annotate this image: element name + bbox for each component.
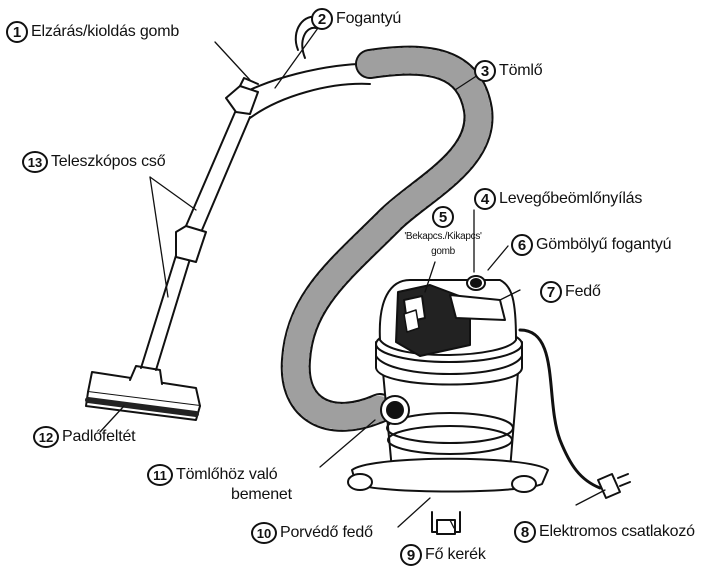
callout-label: Teleszkópos cső — [51, 153, 165, 171]
callout-number: 5 — [432, 206, 454, 228]
callout-label: Padlófeltét — [62, 428, 135, 446]
handle — [226, 17, 372, 118]
callout-label-line1: Tömlőhöz való — [176, 466, 277, 484]
callout-label-line2: gomb — [431, 244, 455, 259]
callout-8: 8 Elektromos csatlakozó — [514, 521, 695, 543]
callout-number: 11 — [147, 464, 173, 486]
callout-number: 12 — [33, 426, 59, 448]
callout-number: 1 — [6, 21, 28, 43]
callout-11: 11 Tömlőhöz való bemenet — [147, 464, 292, 504]
callout-label-line1: 'Bekapcs./Kikapcs' — [404, 229, 481, 244]
callout-number: 6 — [511, 234, 533, 256]
telescopic-tube — [141, 110, 250, 370]
callout-number: 9 — [400, 544, 422, 566]
callout-label: Gömbölyű fogantyú — [536, 236, 671, 254]
callout-label: Fogantyú — [336, 10, 401, 28]
callout-12: 12 Padlófeltét — [33, 426, 135, 448]
callout-label: Tömlő — [499, 62, 542, 80]
callout-number: 8 — [514, 521, 536, 543]
callout-number: 10 — [251, 522, 277, 544]
floor-nozzle — [86, 366, 200, 420]
callout-5: 5 'Bekapcs./Kikapcs' gomb — [400, 206, 486, 259]
callout-2: 2 Fogantyú — [311, 8, 401, 30]
callout-4: 4 Levegőbeömlőnyílás — [474, 188, 642, 210]
callout-10: 10 Porvédő fedő — [251, 522, 373, 544]
callout-7: 7 Fedő — [540, 281, 601, 303]
callout-number: 7 — [540, 281, 562, 303]
callout-label: Elektromos csatlakozó — [539, 523, 695, 541]
callout-1: 1 Elzárás/kioldás gomb — [6, 21, 179, 43]
callout-label: Elzárás/kioldás gomb — [31, 23, 179, 41]
callout-label: Porvédő fedő — [280, 524, 373, 542]
callout-label: Levegőbeömlőnyílás — [499, 190, 642, 208]
callout-label-line2: bemenet — [147, 486, 292, 504]
callout-6: 6 Gömbölyű fogantyú — [511, 234, 671, 256]
callout-number: 13 — [22, 151, 48, 173]
callout-number: 3 — [474, 60, 496, 82]
callout-9: 9 Fő kerék — [400, 544, 486, 566]
callout-number: 2 — [311, 8, 333, 30]
callout-3: 3 Tömlő — [474, 60, 542, 82]
callout-label: Fedő — [565, 283, 601, 301]
callout-13: 13 Teleszkópos cső — [22, 151, 165, 173]
callout-label: Fő kerék — [425, 546, 486, 564]
